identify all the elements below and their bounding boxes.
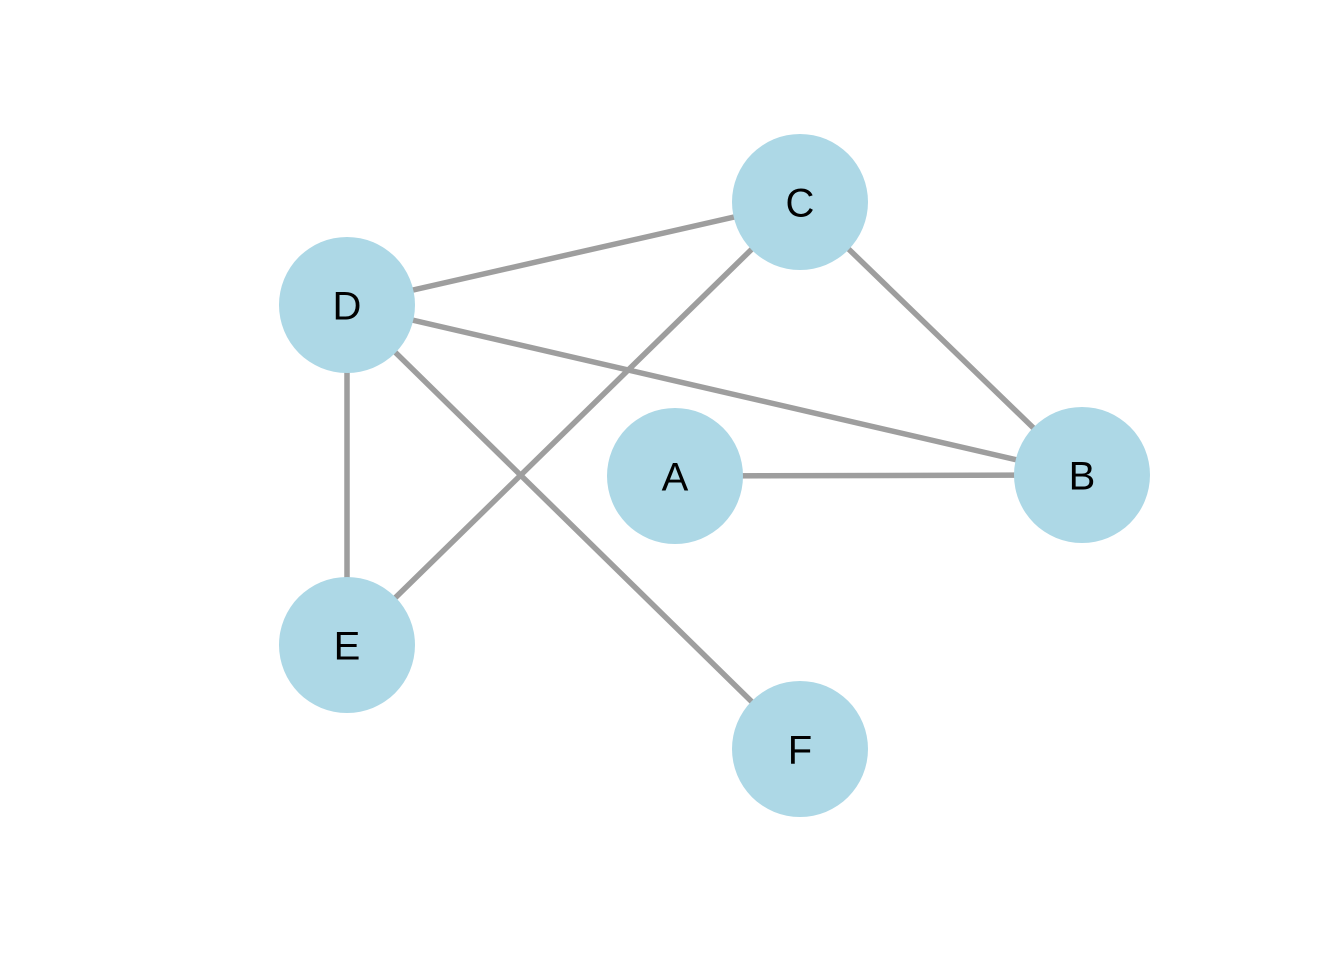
node-circle-B xyxy=(1014,407,1150,543)
edge-C-E xyxy=(345,200,802,647)
node-B: B xyxy=(1014,407,1150,543)
node-C: C xyxy=(732,134,868,270)
node-circle-C xyxy=(732,134,868,270)
node-label-C: C xyxy=(786,181,815,225)
node-circle-F xyxy=(732,681,868,817)
node-label-F: F xyxy=(788,728,812,772)
edge-B-D xyxy=(346,302,1083,478)
node-D: D xyxy=(279,237,415,373)
node-circle-A xyxy=(607,408,743,544)
node-F: F xyxy=(732,681,868,817)
node-label-B: B xyxy=(1069,454,1096,498)
edge-D-F xyxy=(345,303,802,751)
edge-C-D xyxy=(346,199,801,308)
node-circle-E xyxy=(279,577,415,713)
nodes-layer: A B C D E F xyxy=(279,134,1150,817)
node-label-A: A xyxy=(662,455,689,499)
node-circle-D xyxy=(279,237,415,373)
node-E: E xyxy=(279,577,415,713)
node-A: A xyxy=(607,408,743,544)
node-label-D: D xyxy=(333,284,362,328)
node-label-E: E xyxy=(334,624,361,668)
